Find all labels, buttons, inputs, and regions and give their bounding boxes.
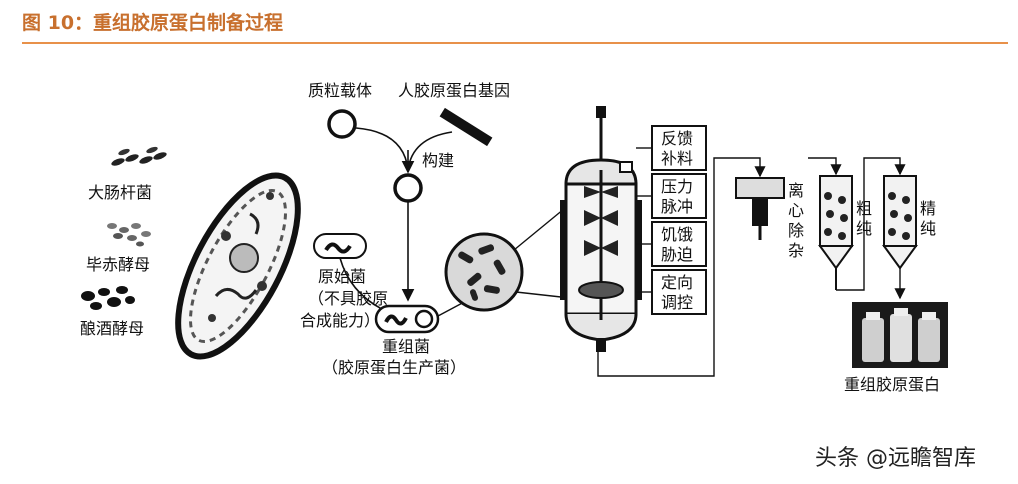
gene-icon [439,107,493,147]
plasmid-icon [327,109,357,139]
fermenter-icon [560,106,642,352]
centrifuge-label-1: 离 [788,181,804,200]
recombinant-plasmid-icon [393,173,423,203]
recombinant-strain-label-1: 重组菌 [382,337,430,356]
control-feed-line-1: 反馈 [661,129,693,148]
product-label: 重组胶原蛋白 [844,375,940,394]
control-feed-line-2: 补料 [661,149,693,168]
cell-illustration [175,172,301,360]
host-label-ecoli: 大肠杆菌 [88,183,152,202]
original-strain-label-2: （不具胶原 [308,289,388,308]
centrifuge-label-3: 除 [788,221,804,240]
centrifuge-label-2: 心 [788,201,804,220]
plasmid-label: 质粒载体 [308,81,372,100]
control-directed-line-2: 调控 [661,293,693,312]
original-strain-label-3: 合成能力） [300,311,380,330]
crude-column-icon [818,175,854,290]
original-dna-icon [324,242,352,254]
centrifuge-icon [735,177,785,240]
fine-column-icon [882,175,918,270]
control-directed-line-1: 定向 [661,273,693,292]
recombinant-dna-icon [384,314,408,326]
host-label-pichia: 毕赤酵母 [86,255,150,274]
centrifuge-label-4: 杂 [788,241,804,260]
recombinant-strain-label-2: （胶原蛋白生产菌） [322,358,466,377]
gene-label: 人胶原蛋白基因 [398,81,510,100]
host-label-saccharomyces: 酿酒酵母 [80,319,144,338]
pichia-icon [107,223,151,247]
control-box-directed [651,269,707,315]
e-coli-icon [111,146,167,166]
control-pressure-line-1: 压力 [661,177,693,196]
control-pressure-line-2: 脉冲 [661,197,693,216]
original-strain-cell [313,233,367,259]
figure-title: 图 10：重组胶原蛋白制备过程 [22,12,284,34]
fine-label-2: 纯 [920,219,936,238]
original-strain-label-1: 原始菌 [318,267,366,286]
control-starvation-line-2: 胁迫 [661,245,693,264]
title-rule [22,42,1008,44]
saccharomyces-icon [81,286,135,310]
product-bottles-icon [852,302,948,368]
construct-label: 构建 [422,151,454,170]
watermark: 头条 @远瞻智库 [815,446,976,471]
zoom-cells-icon [444,232,524,312]
control-starvation-line-1: 饥饿 [661,225,693,244]
fine-label-1: 精 [920,199,936,218]
